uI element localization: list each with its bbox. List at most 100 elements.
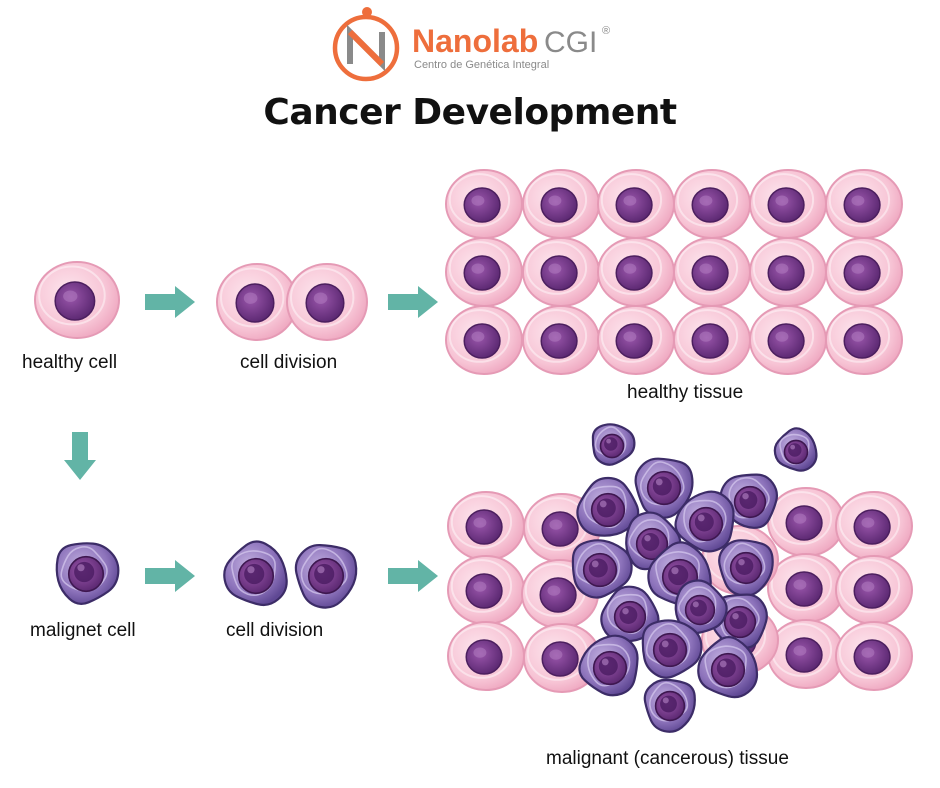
nucleus <box>540 255 578 291</box>
healthy-tissue-cell <box>825 169 903 239</box>
nucleus <box>785 505 823 541</box>
svg-text:CGI: CGI <box>544 26 597 59</box>
nucleus <box>465 639 503 675</box>
healthy-tissue-cell <box>825 305 903 375</box>
malignant-tissue-cell <box>719 473 779 529</box>
nucleus <box>463 187 501 223</box>
nucleus <box>843 323 881 359</box>
nucleus <box>853 509 891 545</box>
nucleus <box>305 283 345 323</box>
healthy-tissue-cell <box>749 169 827 239</box>
arrow-right-icon <box>388 560 438 592</box>
nucleus <box>691 323 729 359</box>
arrows <box>64 286 438 592</box>
nucleus <box>465 573 503 609</box>
label-malignant-cell: malignet cell <box>30 620 136 641</box>
healthy-tissue-cell <box>445 237 523 307</box>
malignant-tissue-cell <box>773 427 818 472</box>
single-cells <box>34 261 368 609</box>
nucleus <box>767 323 805 359</box>
malignant-tissue-cell <box>571 539 633 599</box>
healthy-tissue-cell <box>673 169 751 239</box>
healthy-tissue-cell <box>835 621 913 691</box>
healthy-tissue-cell <box>825 237 903 307</box>
label-healthy-cell: healthy cell <box>22 352 118 373</box>
nucleus <box>767 255 805 291</box>
nucleus <box>843 255 881 291</box>
healthy-tissue-cell <box>597 169 675 239</box>
healthy-cell <box>34 261 120 339</box>
malignant-tissue-cell <box>697 636 759 699</box>
malignant-tissue-cell <box>634 457 694 519</box>
healthy-tissue-cell <box>767 553 845 623</box>
healthy-tissue-cell <box>749 305 827 375</box>
nucleus <box>615 187 653 223</box>
label-healthy-tissue: healthy tissue <box>627 382 744 403</box>
healthy-tissue-cell <box>749 237 827 307</box>
healthy-tissue-cell <box>767 619 845 689</box>
nucleus <box>843 187 881 223</box>
dividing-healthy-cell-right <box>286 263 368 341</box>
nucleus <box>235 283 275 323</box>
dividing-malignant-cell-left <box>223 540 288 607</box>
healthy-tissue-cell <box>522 237 600 307</box>
healthy-tissue-cell <box>447 555 525 625</box>
healthy-tissue-cell <box>597 305 675 375</box>
healthy-tissue-cell <box>522 305 600 375</box>
label-cell-division-healthy: cell division <box>240 352 338 373</box>
nucleus <box>691 187 729 223</box>
healthy-tissue-cell <box>445 305 523 375</box>
nucleus <box>691 255 729 291</box>
nucleus <box>853 639 891 675</box>
nucleus <box>785 637 823 673</box>
malignant-tissue-cell <box>641 619 703 679</box>
malignant-tissue-cell <box>674 579 728 635</box>
arrow-right-icon <box>145 560 195 592</box>
healthy-tissue-cell <box>597 237 675 307</box>
malignant-tumor-cluster <box>571 423 818 733</box>
nucleus <box>541 511 579 547</box>
nucleus <box>54 281 96 321</box>
nucleus <box>463 255 501 291</box>
nucleus <box>539 577 577 613</box>
page-title: Cancer Development <box>263 92 677 133</box>
healthy-tissue-cell <box>447 621 525 691</box>
healthy-tissue <box>445 169 903 375</box>
nucleus <box>785 571 823 607</box>
label-cell-division-malignant: cell division <box>226 620 324 641</box>
healthy-tissue-cell <box>835 491 913 561</box>
healthy-tissue-cell <box>767 487 845 557</box>
nucleus <box>615 323 653 359</box>
nucleus <box>615 255 653 291</box>
healthy-tissue-cell <box>835 555 913 625</box>
arrow-down-icon <box>64 432 96 480</box>
healthy-tissue-cell <box>447 491 525 561</box>
healthy-tissue-cell <box>445 169 523 239</box>
dividing-healthy-cell-left <box>216 263 298 341</box>
nanolab-logo: Nanolab CGI ® Centro de Genética Integra… <box>332 7 610 82</box>
nucleus <box>853 573 891 609</box>
svg-text:®: ® <box>602 25 610 37</box>
malignant-cell <box>55 542 120 605</box>
nucleus <box>767 187 805 223</box>
healthy-tissue-cell <box>673 305 751 375</box>
arrow-right-icon <box>145 286 195 318</box>
healthy-tissue-cell <box>673 237 751 307</box>
nucleus <box>541 641 579 677</box>
label-malignant-tissue: malignant (cancerous) tissue <box>546 748 789 769</box>
healthy-tissue-cell <box>522 169 600 239</box>
nucleus <box>540 323 578 359</box>
malignant-tissue-cell <box>718 539 774 597</box>
svg-text:Centro de Genética Integral: Centro de Genética Integral <box>414 59 549 71</box>
malignant-tissue-cell <box>591 423 636 466</box>
nucleus <box>540 187 578 223</box>
svg-text:Nanolab: Nanolab <box>412 23 538 59</box>
arrow-right-icon <box>388 286 438 318</box>
nucleus <box>463 323 501 359</box>
malignant-tissue-cell <box>576 476 640 537</box>
malignant-tissue-cell <box>643 678 696 733</box>
nucleus <box>465 509 503 545</box>
malignant-tissue-cell <box>674 490 735 553</box>
malignant-tissue-cell <box>578 634 639 697</box>
